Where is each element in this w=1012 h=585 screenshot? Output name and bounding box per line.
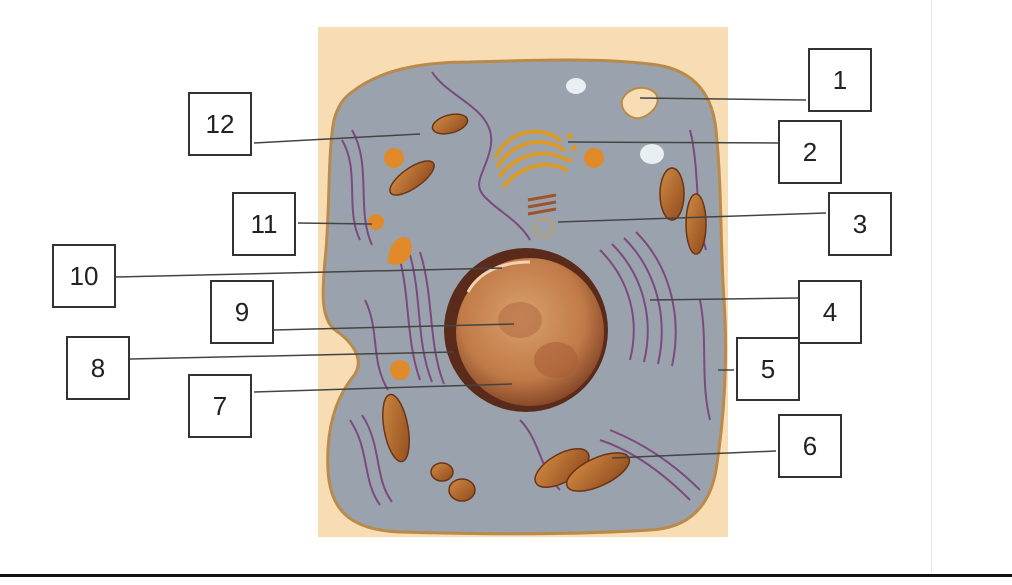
label-number: 10 (69, 260, 99, 291)
nucleolus (498, 302, 542, 338)
label-number: 9 (234, 296, 250, 327)
label-number: 4 (822, 296, 838, 327)
vacuole (566, 78, 586, 94)
label-box-10: 10 (52, 244, 116, 308)
label-number: 11 (250, 208, 278, 239)
bottom-rule (0, 574, 1012, 577)
nucleolus (534, 342, 578, 378)
label-box-6: 6 (778, 414, 842, 478)
pinocytic-vesicle (620, 86, 659, 120)
lysosomes (368, 148, 604, 380)
label-number: 5 (760, 353, 776, 384)
label-number: 1 (832, 64, 848, 95)
label-number: 6 (802, 430, 818, 461)
label-box-11: 11 (232, 192, 296, 256)
label-box-3: 3 (828, 192, 892, 256)
centrioles (527, 193, 557, 216)
label-number: 2 (802, 136, 818, 167)
label-number: 12 (205, 108, 235, 139)
panel-divider (931, 0, 932, 573)
label-number: 8 (90, 352, 106, 383)
label-number: 7 (212, 390, 228, 421)
leader-lines (114, 97, 827, 459)
vacuole (640, 144, 664, 164)
label-box-8: 8 (66, 336, 130, 400)
smooth-er (431, 71, 531, 241)
mitochondria (382, 113, 707, 502)
label-box-7: 7 (188, 374, 252, 438)
golgi-vesicle (567, 157, 573, 163)
label-box-9: 9 (210, 280, 274, 344)
label-box-1: 1 (808, 48, 872, 112)
centrosome (534, 218, 554, 238)
golgi-apparatus (494, 129, 568, 188)
label-number: 3 (852, 208, 868, 239)
rough-er-left (341, 129, 445, 506)
label-box-5: 5 (736, 337, 800, 401)
label-box-2: 2 (778, 120, 842, 184)
golgi-vesicle (567, 133, 573, 139)
golgi-vesicle (571, 145, 577, 151)
label-box-4: 4 (798, 280, 862, 344)
label-box-12: 12 (188, 92, 252, 156)
